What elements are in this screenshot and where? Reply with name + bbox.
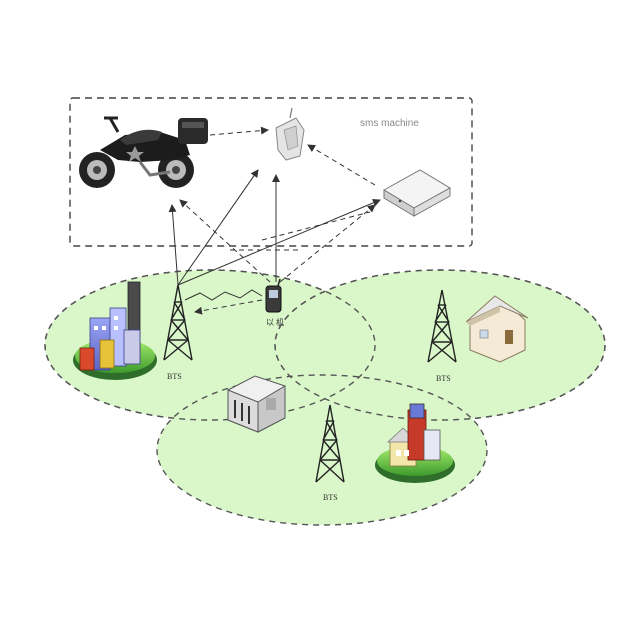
factory-building-icon — [227, 375, 286, 433]
bts-label-left: BTS — [167, 372, 182, 381]
city-buildings-icon — [73, 281, 157, 380]
bts-tower-right — [427, 289, 457, 363]
tracker-device-icon — [275, 107, 305, 161]
phone-label: 以 机 — [266, 317, 284, 327]
bts-tower-bottom — [315, 404, 345, 483]
mobile-phone-icon — [265, 278, 282, 313]
bts-label-right: BTS — [436, 374, 451, 383]
connection-lines — [168, 126, 381, 315]
bts-tower-left — [163, 284, 193, 361]
motorcycle-icon — [79, 116, 208, 188]
bts-label-bottom: BTS — [323, 493, 338, 502]
house-icon — [465, 295, 529, 363]
sms-machine-label: sms machine — [360, 118, 419, 129]
town-buildings-icon — [375, 403, 455, 483]
sms-machine-device-icon — [383, 169, 451, 217]
